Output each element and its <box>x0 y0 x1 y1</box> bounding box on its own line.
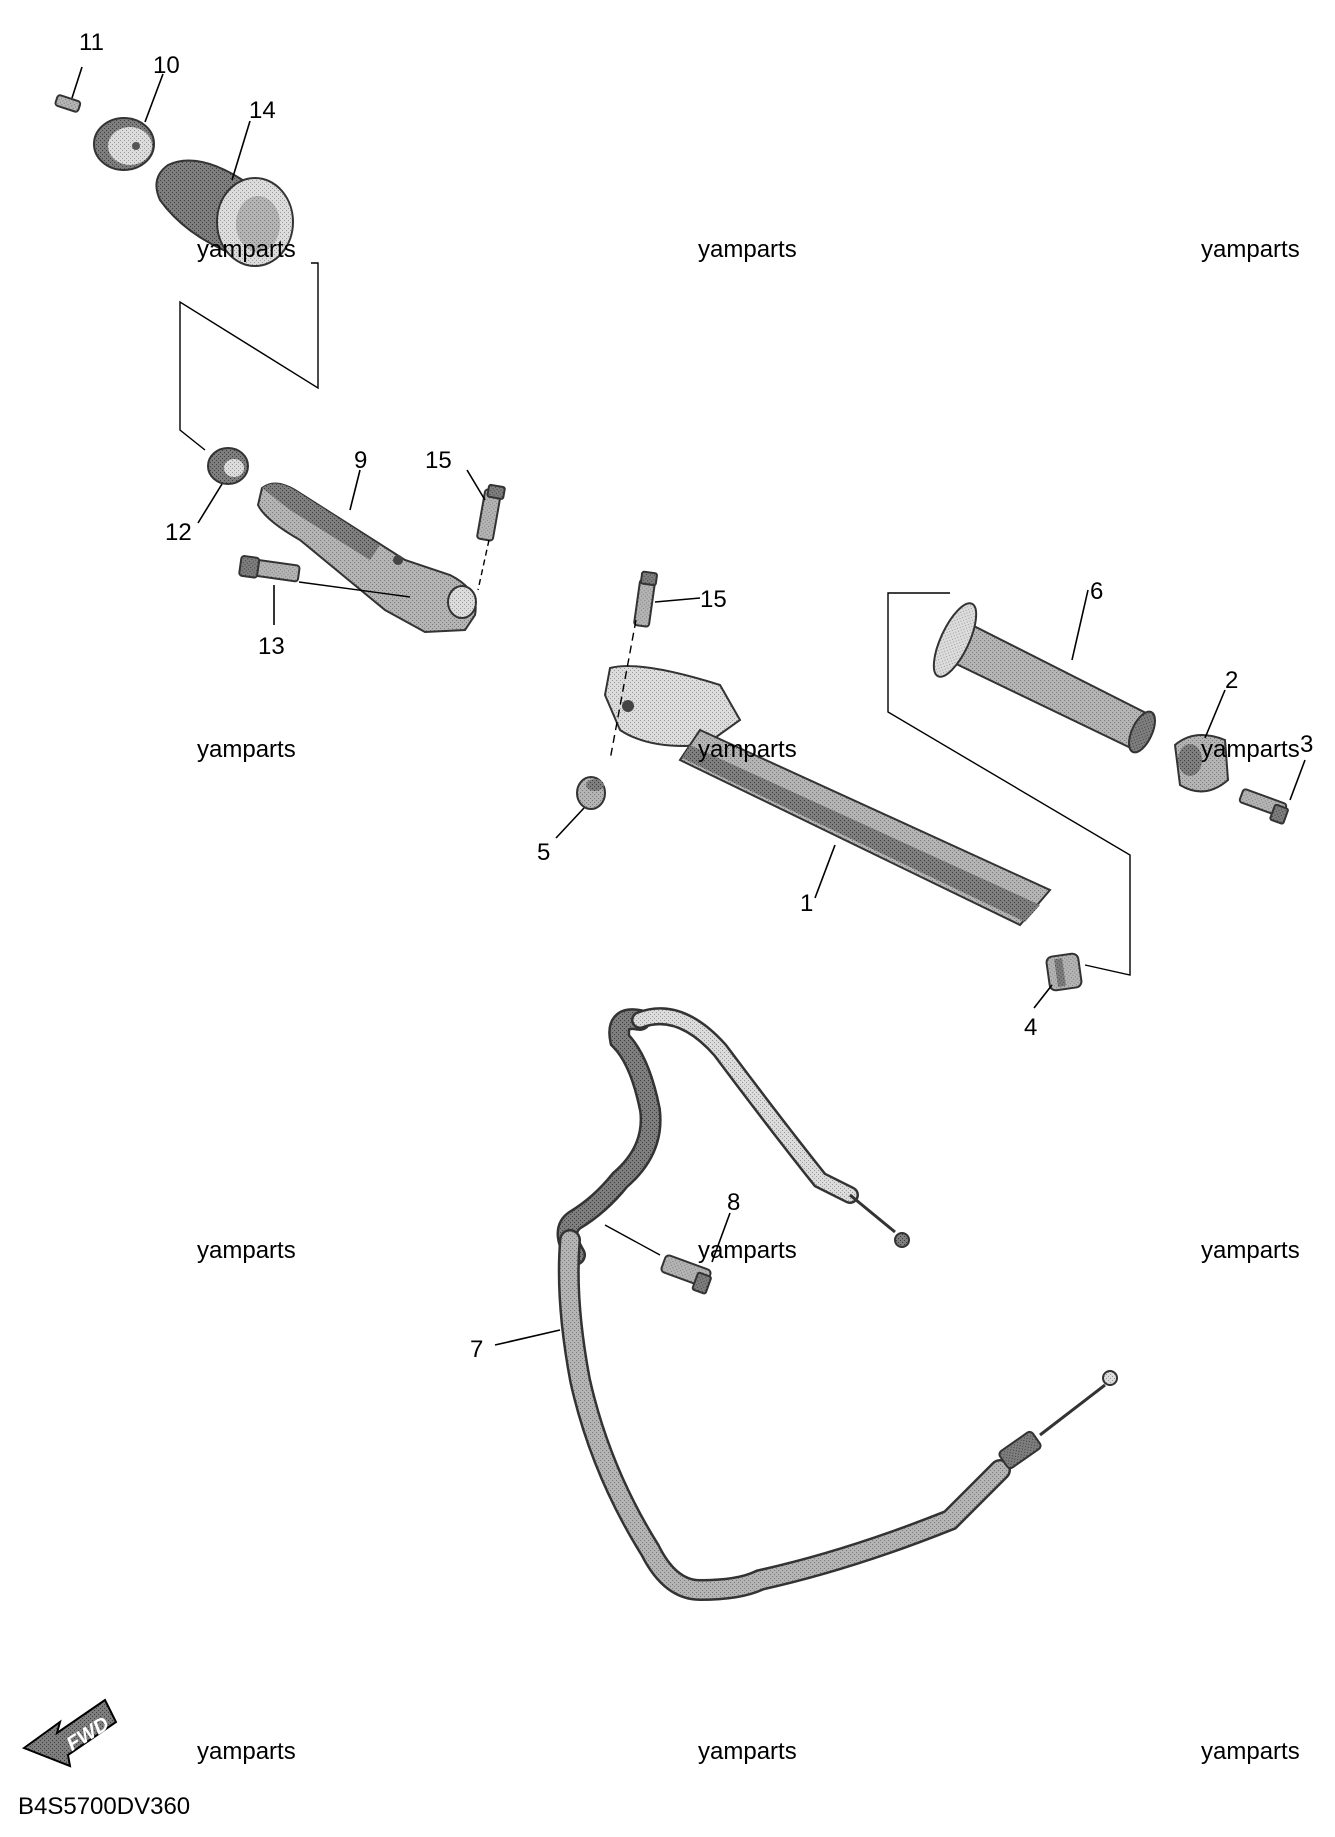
guide-line-part-8 <box>604 1224 661 1256</box>
guide-line-bolt-15-upper <box>477 539 490 591</box>
callout-6: 6 <box>1090 578 1103 605</box>
part-5-collar <box>576 776 606 810</box>
callout-14: 14 <box>249 97 276 124</box>
leader-lines <box>71 66 1306 1346</box>
callout-15-upper: 15 <box>425 447 452 474</box>
part-1-handlebar-right <box>603 665 1052 927</box>
watermark: yamparts <box>698 1738 797 1765</box>
callout-3: 3 <box>1300 731 1313 758</box>
part-8-guide <box>660 1254 712 1295</box>
callout-4: 4 <box>1024 1014 1037 1041</box>
part-11-screw <box>54 94 82 113</box>
part-10-bar-end <box>93 117 155 171</box>
watermark: yamparts <box>197 1237 296 1264</box>
callout-8: 8 <box>727 1189 740 1216</box>
part-13-bolt <box>238 555 301 583</box>
watermark: yamparts <box>1201 1738 1300 1765</box>
watermark: yamparts <box>698 236 797 263</box>
watermark: yamparts <box>197 736 296 763</box>
diagram-code: B4S5700DV360 <box>18 1793 190 1820</box>
part-3-screw <box>1238 788 1289 825</box>
watermarks: yamparts yamparts yamparts yamparts yamp… <box>197 236 1300 1765</box>
part-2-bar-end <box>1173 734 1230 793</box>
part-7-throttle-cable <box>556 1007 1118 1602</box>
callout-12: 12 <box>165 519 192 546</box>
watermark: yamparts <box>197 1738 296 1765</box>
callout-9: 9 <box>354 447 367 474</box>
part-15-bolt-lower <box>633 570 658 628</box>
callout-13: 13 <box>258 633 285 660</box>
callout-15-lower: 15 <box>700 586 727 613</box>
watermark: yamparts <box>698 736 797 763</box>
watermark: yamparts <box>197 236 296 263</box>
callout-7: 7 <box>470 1336 483 1363</box>
callout-11: 11 <box>79 29 104 56</box>
callout-labels: 11 10 14 12 9 15 13 15 6 2 3 5 1 4 8 7 <box>79 29 1313 1363</box>
callout-1: 1 <box>800 890 813 917</box>
part-15-bolt-upper <box>476 483 506 542</box>
part-14-grip <box>155 159 294 267</box>
watermark: yamparts <box>1201 1237 1300 1264</box>
guide-line-right <box>887 592 1131 976</box>
part-12-collar <box>207 447 249 485</box>
watermark: yamparts <box>698 1237 797 1264</box>
callout-10: 10 <box>153 52 180 79</box>
callout-2: 2 <box>1225 667 1238 694</box>
part-6-grip <box>932 602 1156 754</box>
guide-line-upper-left <box>179 262 319 451</box>
part-4-insert <box>1045 952 1083 992</box>
watermark: yamparts <box>1201 236 1300 263</box>
part-9-handlebar-left <box>256 482 477 634</box>
callout-5: 5 <box>537 839 550 866</box>
guide-line-bolt-13 <box>298 581 411 598</box>
guide-line-bolt-15-lower <box>609 619 637 761</box>
fwd-arrow-icon: FWD <box>21 1698 118 1768</box>
watermark: yamparts <box>1201 736 1300 763</box>
